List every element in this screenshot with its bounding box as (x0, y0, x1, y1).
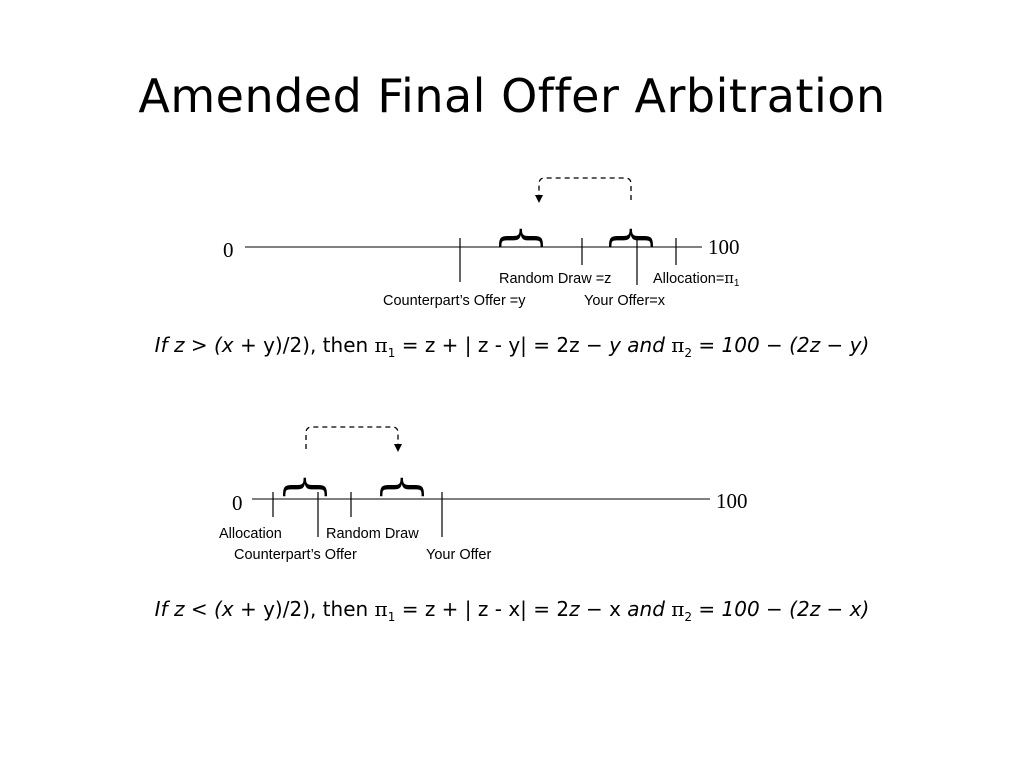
line2-start-label: 0 (232, 491, 243, 515)
line1-label-random-draw: Random Draw =z (499, 271, 611, 287)
number-line-2: 0 100 } } Allocation Random Draw Counter… (219, 426, 748, 563)
line2-brace-right: } (372, 472, 428, 503)
line1-brace-left: } (491, 223, 547, 254)
line1-start-label: 0 (223, 238, 234, 262)
line1-brace-right: } (601, 223, 657, 254)
line2-label-your-offer: Your Offer (426, 547, 491, 563)
line2-brace-left: } (275, 472, 331, 503)
line1-label-counterpart-offer: Counterpart’s Offer =y (383, 293, 526, 309)
number-line-1: 0 100 } } Random Draw =z Allocation=π1 C… (223, 177, 740, 309)
line1-label-your-offer: Your Offer=x (584, 293, 666, 309)
line2-dashed-arrow (305, 426, 402, 452)
formula-2: If z < (x + y)/2), then π1 = z + | z - x… (154, 597, 870, 624)
line2-label-allocation: Allocation (219, 526, 282, 542)
formula-1: If z > (x + y)/2), then π1 = z + | z - y… (154, 333, 870, 360)
line2-label-counterpart-offer: Counterpart’s Offer (234, 547, 357, 563)
line1-label-allocation: Allocation=π1 (653, 271, 740, 289)
line2-end-label: 100 (716, 489, 748, 513)
line1-dashed-arrow (535, 177, 632, 203)
line1-end-label: 100 (708, 235, 740, 259)
slide-title: Amended Final Offer Arbitration (138, 69, 886, 123)
line2-label-random-draw: Random Draw (326, 526, 419, 542)
